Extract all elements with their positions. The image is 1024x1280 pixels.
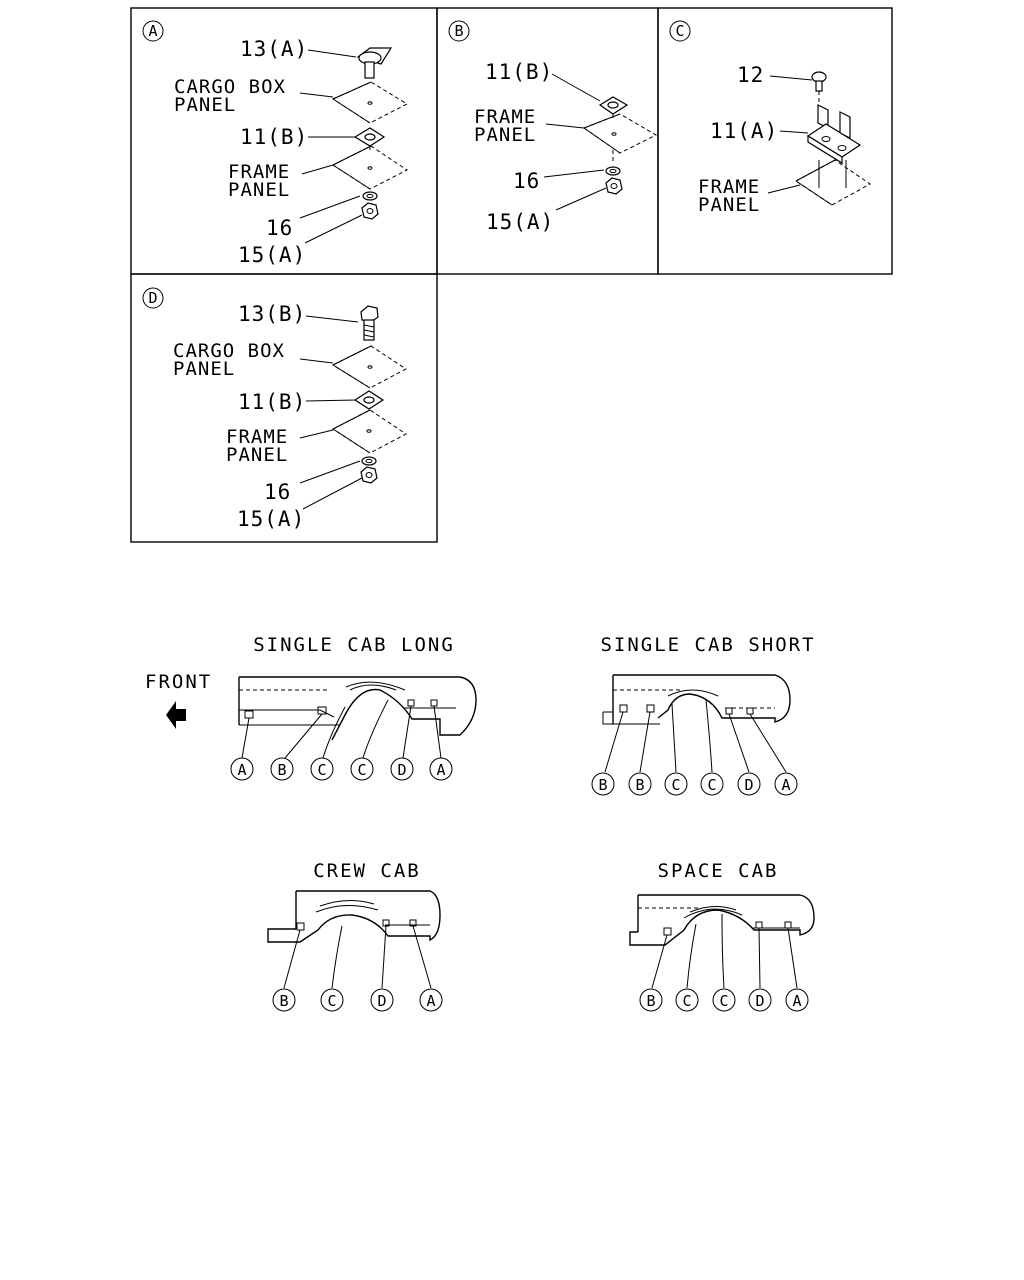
cab-single-long-title: SINGLE CAB LONG (253, 634, 455, 656)
panel-d-label-washer: 16 (264, 480, 291, 504)
panel-b-label-frame-panel: PANEL (474, 124, 536, 146)
callout: C (317, 761, 326, 779)
callout: A (426, 992, 435, 1010)
panel-b-label-nut: 15(A) (486, 210, 554, 234)
cab-space: SPACE CAB B C C D A (629, 860, 815, 1012)
callout: A (781, 776, 790, 794)
panel-b-label-frame: FRAME (474, 106, 536, 128)
panel-a: A 13(A) CARGO BOX PANEL 11(B) FRAME PANE… (142, 20, 409, 267)
panel-b-key: B (454, 22, 463, 40)
cab-single-short-title: SINGLE CAB SHORT (600, 634, 815, 656)
panel-c-key: C (675, 22, 684, 40)
panel-a-label-frame-panel: PANEL (228, 179, 290, 201)
panel-c-label-bolt: 12 (737, 63, 764, 87)
panel-a-label-washer: 16 (266, 216, 293, 240)
panel-d-label-bolt: 13(B) (238, 302, 306, 326)
callout: C (707, 776, 716, 794)
panel-a-label-nut: 15(A) (238, 243, 306, 267)
callout: A (436, 761, 445, 779)
callout: C (719, 992, 728, 1010)
cab-crew: CREW CAB B C D A (267, 860, 443, 1012)
callout: D (377, 992, 386, 1010)
panel-d-label-frame: FRAME (226, 426, 288, 448)
panel-d-key: D (148, 289, 157, 307)
cab-space-callouts: B C C D A (639, 988, 809, 1012)
panel-b-label-plate: 11(B) (485, 60, 553, 84)
panel-c: C 12 11(A) FRAME PANEL (669, 20, 871, 216)
panel-a-label-plate: 11(B) (240, 125, 308, 149)
panel-frames (130, 7, 893, 543)
panel-d-label-cargo: CARGO BOX (173, 340, 285, 362)
callout: A (792, 992, 801, 1010)
panel-d: D 13(B) CARGO BOX PANEL 11(B) FRAME PANE… (142, 287, 407, 531)
callout: B (279, 992, 288, 1010)
panel-d-label-frame-panel: PANEL (226, 444, 288, 466)
panel-a-key: A (148, 22, 157, 40)
panel-d-label-nut: 15(A) (237, 507, 305, 531)
panel-a-label-frame: FRAME (228, 161, 290, 183)
cab-crew-title: CREW CAB (313, 860, 421, 882)
callout: C (327, 992, 336, 1010)
callout: D (755, 992, 764, 1010)
cab-space-title: SPACE CAB (658, 860, 779, 882)
callout: C (682, 992, 691, 1010)
panel-c-label-bracket: 11(A) (710, 119, 778, 143)
panel-a-label-bolt: 13(A) (240, 37, 308, 61)
callout: B (635, 776, 644, 794)
front-label: FRONT (145, 671, 212, 693)
cab-single-long: SINGLE CAB LONG A B C C D A (230, 634, 477, 781)
cab-single-short: SINGLE CAB SHORT B B C C D A (591, 634, 815, 796)
callout: B (598, 776, 607, 794)
callout: B (646, 992, 655, 1010)
panel-c-label-frame: FRAME (698, 176, 760, 198)
callout: D (744, 776, 753, 794)
panel-d-label-plate: 11(B) (238, 390, 306, 414)
cab-single-long-callouts: A B C C D A (230, 757, 453, 781)
panel-c-label-frame-panel: PANEL (698, 194, 760, 216)
callout: C (671, 776, 680, 794)
cab-crew-callouts: B C D A (272, 988, 443, 1012)
callout: B (277, 761, 286, 779)
panel-b-label-washer: 16 (513, 169, 540, 193)
callout: D (397, 761, 406, 779)
callout: A (237, 761, 246, 779)
panel-a-label-cargo: CARGO BOX (174, 76, 286, 98)
front-arrow-icon (166, 701, 186, 729)
panel-b: B 11(B) FRAME PANEL 16 15(A) (448, 20, 658, 234)
callout: C (357, 761, 366, 779)
panel-d-label-cargo-panel: PANEL (173, 358, 235, 380)
panel-a-label-cargo-panel: PANEL (174, 94, 236, 116)
cab-single-short-callouts: B B C C D A (591, 772, 798, 796)
front-indicator: FRONT (145, 671, 212, 729)
